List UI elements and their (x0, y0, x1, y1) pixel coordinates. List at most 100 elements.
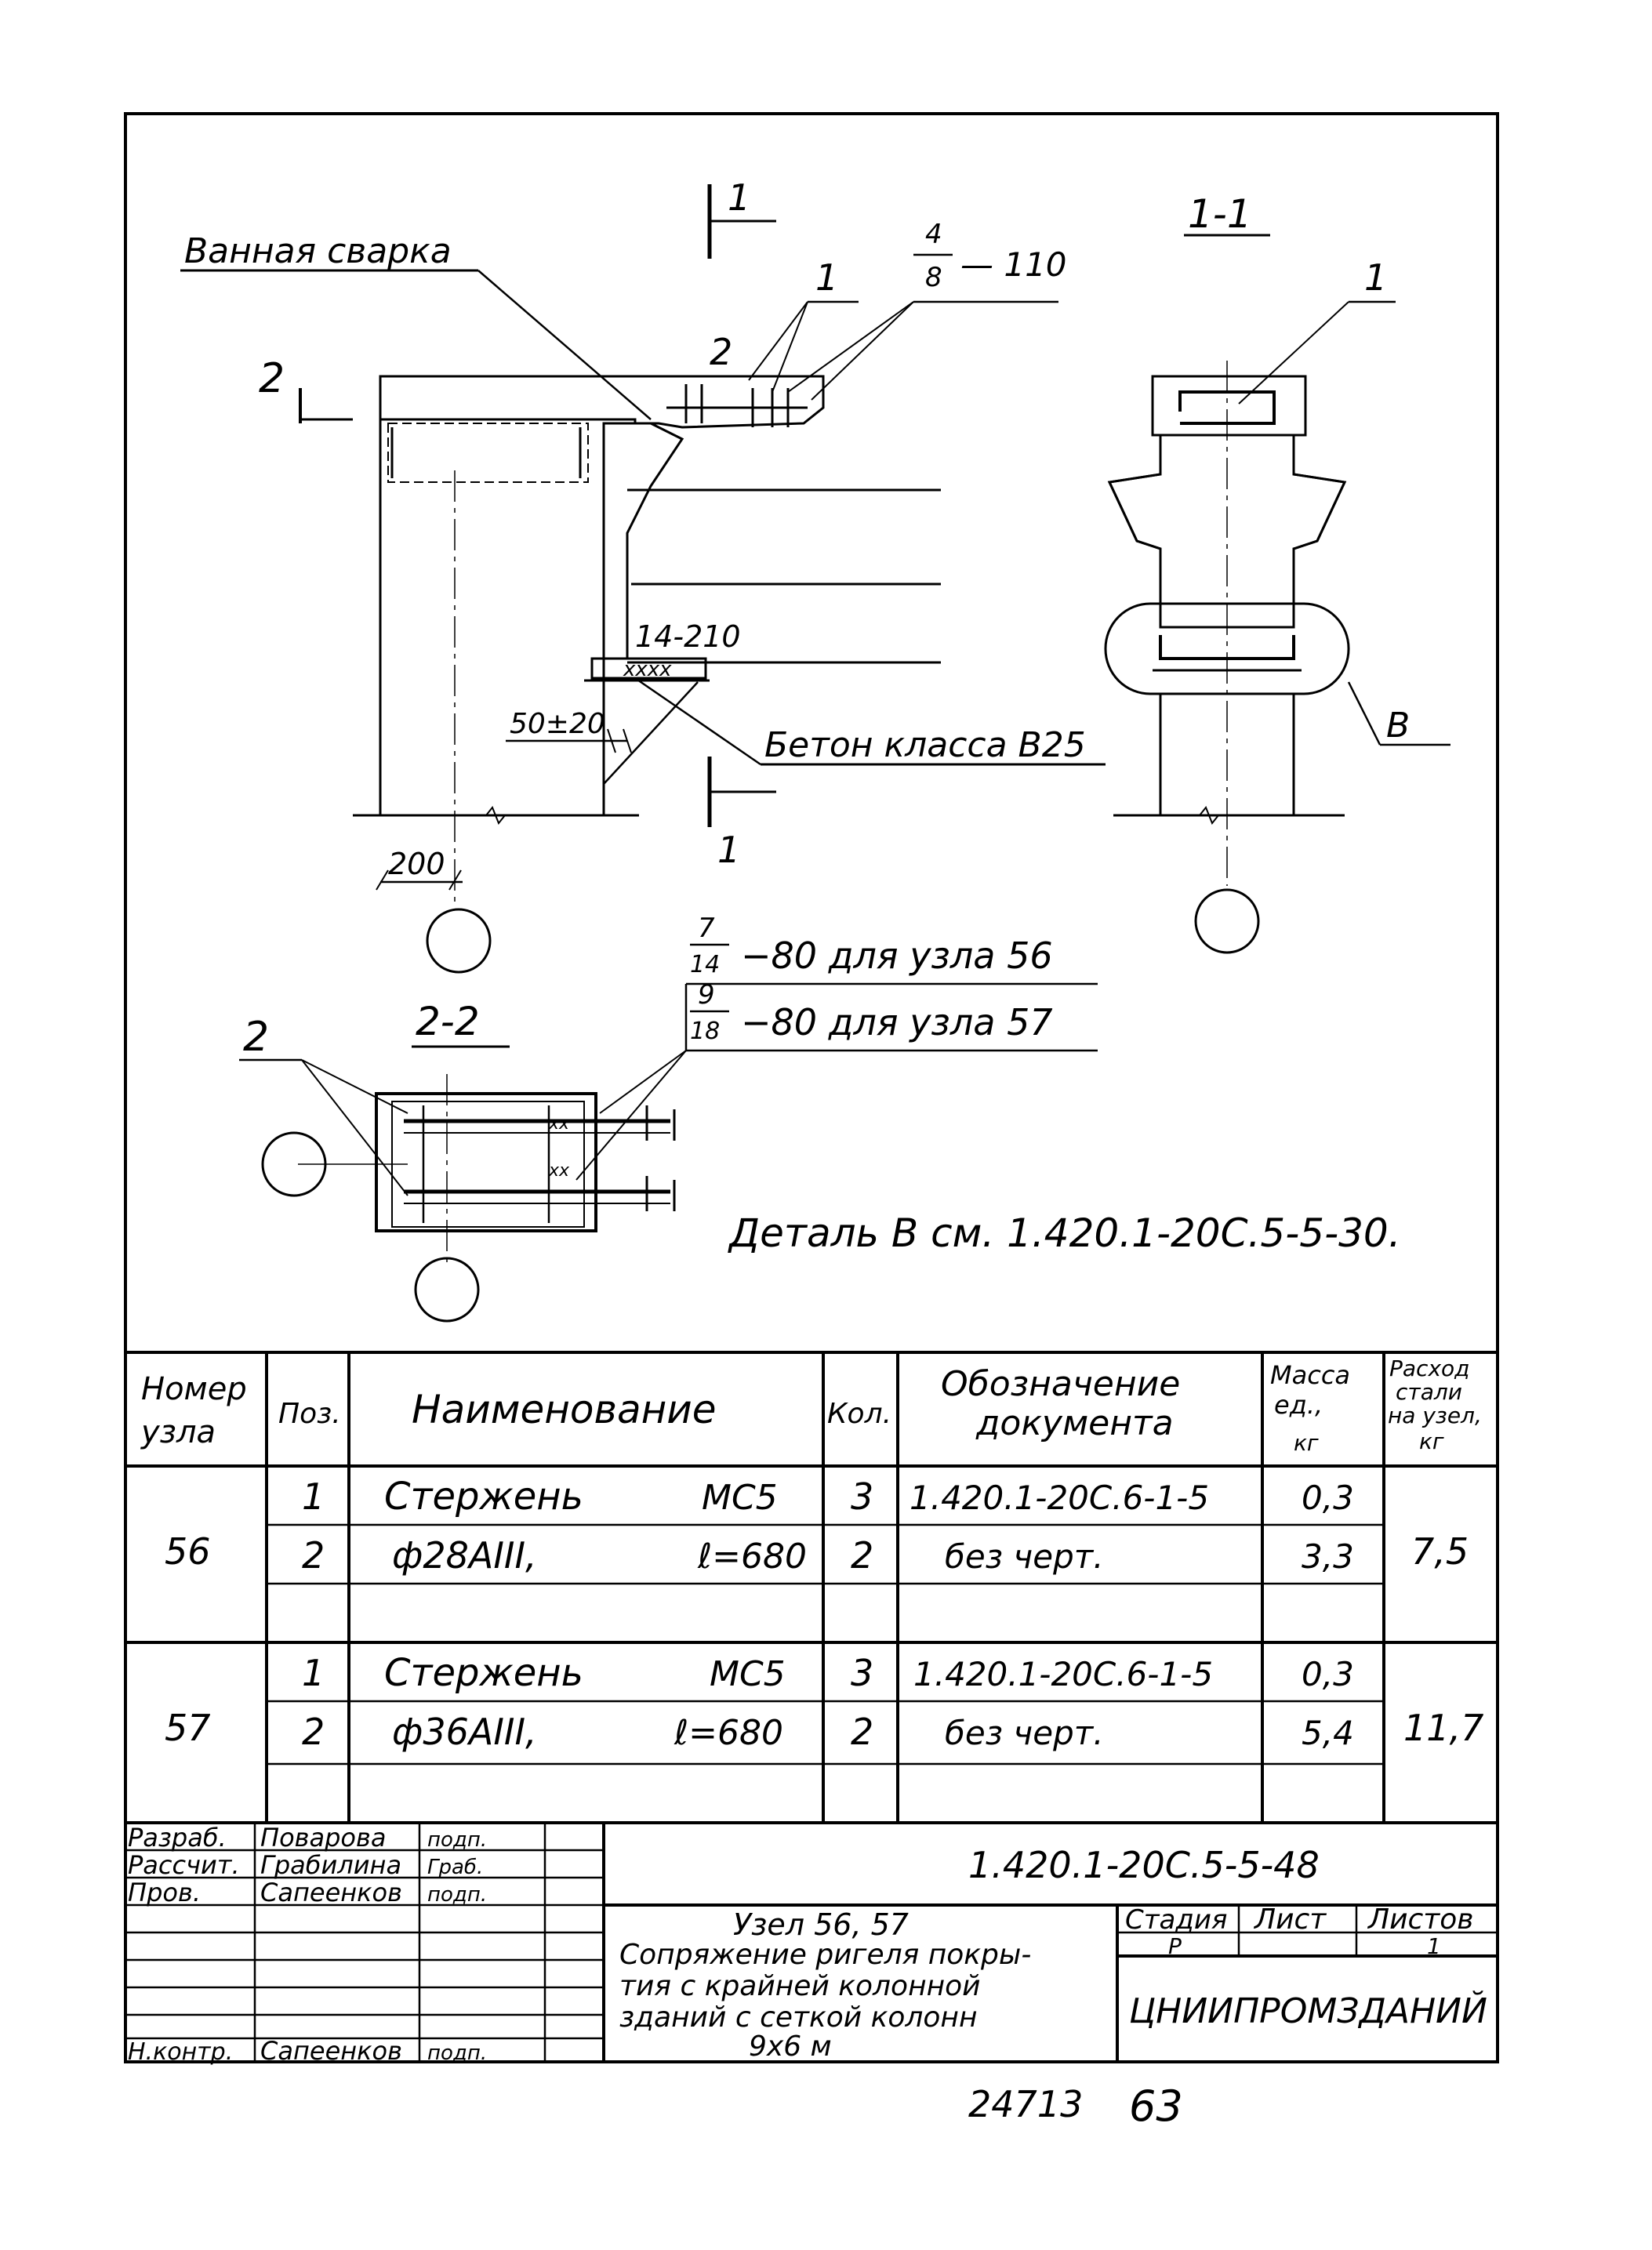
section-mark-2: 2 (259, 355, 285, 402)
header-node-1: Номер (141, 1371, 247, 1407)
header-doc-2: документа (975, 1403, 1174, 1443)
row-57-1-pos: 1 (302, 1652, 325, 1694)
section-mark-1-bottom: 1 (717, 829, 740, 871)
pos-1-label: 1 (815, 256, 838, 299)
sheet-frame (124, 112, 1499, 2063)
role-2-name: Сапеенков (260, 1878, 402, 1907)
row-57-1-name-right: МС5 (710, 1654, 786, 1694)
node-56: 56 (165, 1530, 211, 1573)
row-57-2-doc: без черт. (945, 1714, 1104, 1752)
section-2-2-title: 2-2 (416, 999, 480, 1044)
frac-57-num: 9 (698, 979, 715, 1011)
frac-top-suffix: — 110 (960, 245, 1067, 284)
sheets-value: 1 (1427, 1933, 1441, 1959)
detail-b-reference: Деталь В см. 1.420.1-20С.5-5-30. (728, 1210, 1401, 1256)
axis-bubble-section (1194, 888, 1260, 954)
header-steel-3: на узел, (1388, 1403, 1482, 1428)
concrete-label: Бетон класса В25 (764, 725, 1086, 765)
axis-bubble-main (426, 908, 492, 974)
role-0: Разраб. (128, 1823, 227, 1853)
doc-code: 1.420.1-20С.5-5-48 (968, 1844, 1320, 1886)
frac-56-num: 7 (698, 913, 715, 944)
title-line-1: Сопряжение ригеля покры- (619, 1939, 1031, 1971)
welding-label: Ванная сварка (184, 231, 452, 271)
node-57: 57 (165, 1707, 211, 1749)
title-line-3: зданий с сеткой колонн (619, 2001, 978, 2034)
role-3: Н.контр. (128, 2038, 233, 2066)
steel-56: 7,5 (1411, 1530, 1469, 1573)
header-pos: Поз. (278, 1398, 341, 1430)
role-1: Рассчит. (128, 1850, 240, 1880)
title-line-2: тия с крайней колонной (619, 1970, 981, 2002)
weld-plate-label: 14-210 (635, 619, 741, 654)
row-56-2-name-right: ℓ=680 (697, 1537, 807, 1577)
header-name: Наименование (412, 1387, 717, 1432)
pos-2-label: 2 (710, 331, 732, 373)
section-1-1-title: 1-1 (1188, 191, 1252, 237)
row-57-2-mass: 5,4 (1302, 1714, 1354, 1752)
role-2-sign: подп. (427, 1883, 487, 1907)
header-steel-2: стали (1396, 1379, 1462, 1405)
title-block: Разраб. Поварова подп. Рассчит. Грабилин… (125, 1823, 1498, 2066)
frac-56-den: 14 (690, 951, 720, 978)
frac-top-num: 4 (925, 219, 942, 250)
header-mass-3: кг (1294, 1430, 1319, 1456)
row-56-1-qty: 3 (851, 1475, 873, 1518)
row-56-1-pos: 1 (302, 1475, 325, 1518)
header-steel-1: Расход (1389, 1355, 1470, 1381)
frac-57-text: −80 для узла 57 (741, 1001, 1053, 1043)
section-1-1-pos1: 1 (1364, 256, 1387, 299)
row-57-1-doc: 1.420.1-20С.6-1-5 (913, 1655, 1213, 1693)
role-1-name: Грабилина (260, 1850, 401, 1880)
row-56-1-name: Стержень (384, 1475, 583, 1519)
role-0-sign: подп. (427, 1828, 487, 1852)
row-56-2-mass: 3,3 (1302, 1537, 1354, 1576)
header-mass-2: ед., (1274, 1390, 1323, 1420)
row-56-2-doc: без черт. (945, 1537, 1104, 1576)
row-56-1-mass: 0,3 (1302, 1479, 1354, 1517)
row-56-1-doc: 1.420.1-20С.6-1-5 (910, 1479, 1209, 1517)
header-doc-1: Обозначение (941, 1364, 1180, 1404)
header-steel-4: кг (1419, 1428, 1444, 1454)
header-mass-1: Масса (1270, 1360, 1350, 1390)
axis-bubble-plan-bottom (414, 1257, 480, 1323)
section-mark-1-top: 1 (728, 176, 750, 219)
header-qty: Кол. (827, 1398, 891, 1430)
sheet-label: Лист (1253, 1903, 1327, 1936)
section-2-2: 2-2 2 xx xx 7 14 −80 для узла 56 9 (239, 913, 1401, 1323)
inventory-number: 24713 (968, 2083, 1083, 2125)
axis-bubble-plan-left (261, 1131, 327, 1197)
role-3-sign: подп. (427, 2041, 487, 2065)
dim-200-label: 200 (388, 847, 445, 881)
row-56-2-pos: 2 (302, 1534, 325, 1577)
frac-56-text: −80 для узла 56 (741, 934, 1053, 977)
role-2: Пров. (128, 1878, 201, 1907)
stage-label: Стадия (1125, 1904, 1227, 1936)
svg-text:xx: xx (548, 1114, 570, 1134)
role-1-sign: Граб. (427, 1856, 483, 1879)
row-57-1-qty: 3 (851, 1652, 873, 1694)
spec-table: Номер узла Поз. Наименование Кол. Обозна… (125, 1351, 1498, 1824)
row-57-2-qty: 2 (851, 1711, 873, 1753)
title-line-0: Узел 56, 57 (733, 1907, 909, 1942)
dim-50-label: 50±20 (510, 708, 605, 740)
frac-top-den: 8 (925, 262, 942, 293)
section-2-2-pos2: 2 (243, 1014, 269, 1061)
row-57-1-mass: 0,3 (1302, 1655, 1354, 1693)
steel-57: 11,7 (1403, 1707, 1483, 1749)
stage-value: Р (1168, 1933, 1182, 1959)
role-0-name: Поварова (260, 1823, 386, 1853)
frac-57-den: 18 (690, 1018, 720, 1045)
sheets-label: Листов (1367, 1903, 1473, 1936)
main-elevation: 1 1 2 Ванная сварка 1 4 8 — 110 2 (180, 176, 1106, 974)
row-57-2-name: ф36АIII, (392, 1711, 537, 1753)
row-56-1-name-right: МС5 (702, 1478, 778, 1518)
page-number: 63 (1129, 2081, 1183, 2131)
organization: ЦНИИПРОМЗДАНИЙ (1129, 1990, 1487, 2031)
role-3-name: Сапеенков (260, 2036, 402, 2066)
row-56-2-qty: 2 (851, 1534, 873, 1577)
title-line-4: 9х6 м (749, 2030, 832, 2063)
row-56-2-name: ф28АIII, (392, 1534, 537, 1577)
section-1-1: 1-1 1 В (1104, 191, 1450, 954)
